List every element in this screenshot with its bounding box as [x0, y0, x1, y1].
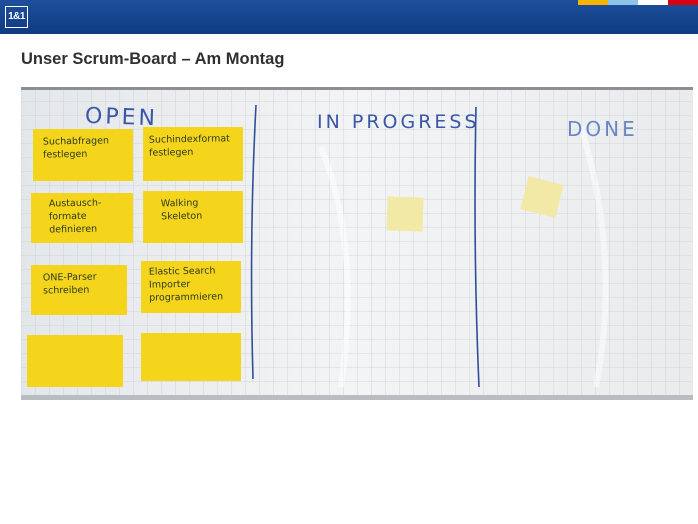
column-label-open: OPEN — [84, 103, 159, 132]
column-label-in-progress: IN PROGRESS — [317, 111, 480, 133]
note-elastic-search: Elastic Search Importer programmieren — [148, 265, 224, 304]
done-note — [520, 176, 564, 218]
brand-stripe — [608, 0, 638, 5]
in-progress-note — [386, 196, 424, 232]
column-label-done: DONE — [567, 117, 638, 141]
brand-stripe — [638, 0, 668, 5]
brand-stripes — [578, 0, 698, 5]
open-notes — [27, 127, 243, 387]
board-background — [21, 87, 693, 400]
note-austauschformate: Austausch- formate definieren — [48, 197, 102, 236]
brand-stripe — [578, 0, 608, 5]
note-suchindexformat: Suchindexformat festlegen — [148, 133, 230, 159]
note-one-parser: ONE-Parser schreiben — [42, 271, 97, 297]
note-suchabfragen: Suchabfragen festlegen — [42, 135, 110, 161]
company-logo: 1&1 — [5, 6, 28, 28]
scrum-board-photo: OPEN IN PROGRESS DONE Suchabfragen festl… — [21, 87, 693, 400]
note-walking-skeleton: Walking Skeleton — [160, 197, 203, 223]
brand-stripe — [668, 0, 698, 5]
header-bar: 1&1 — [0, 0, 698, 34]
slide-title: Unser Scrum-Board – Am Montag — [21, 50, 285, 68]
